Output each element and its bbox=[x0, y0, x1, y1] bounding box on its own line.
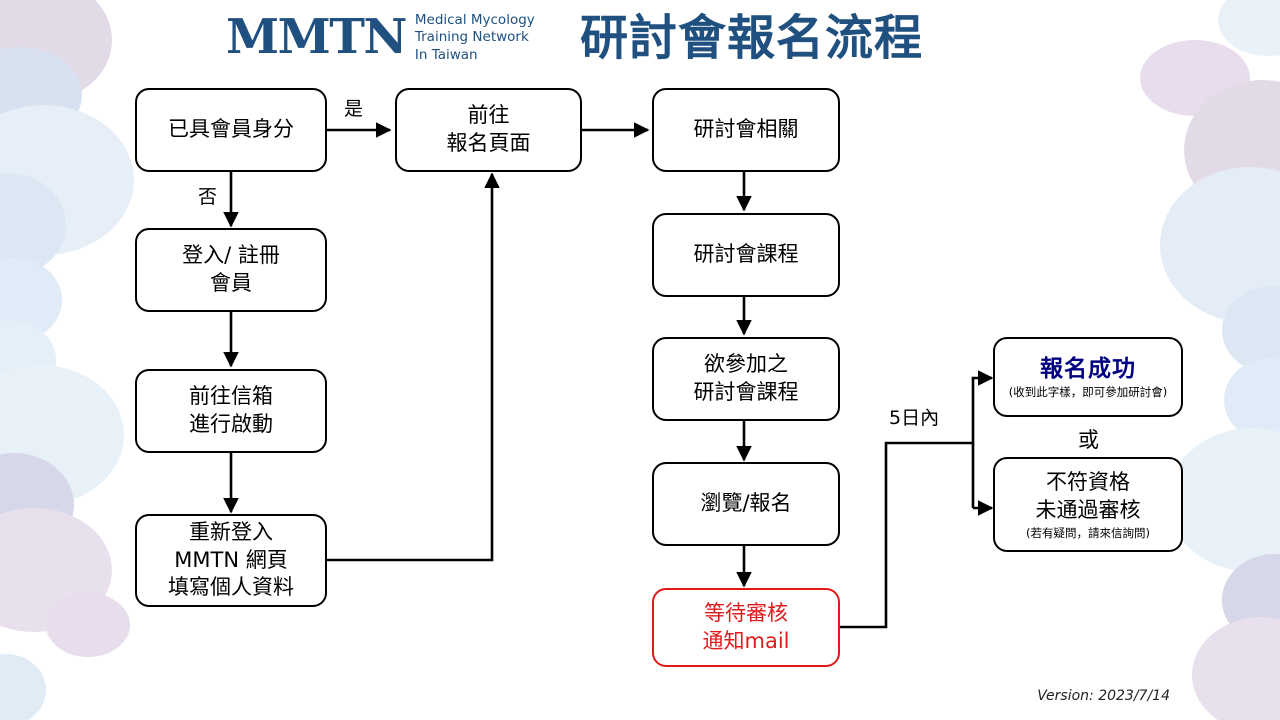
node-login-register-label: 登入/ 註冊 會員 bbox=[182, 243, 280, 295]
node-go-signup-page-label: 前往 報名頁面 bbox=[446, 103, 531, 155]
node-desired-course: 欲參加之 研討會課程 bbox=[652, 337, 840, 421]
version-stamp: Version: 2023/7/14 bbox=[1037, 688, 1170, 704]
node-await-review: 等待審核 通知mail bbox=[652, 588, 840, 667]
node-browse-signup-label: 瀏覽/報名 bbox=[700, 491, 792, 516]
node-signup-success-subtitle: (收到此字樣，即可參加研討會) bbox=[1008, 385, 1168, 400]
edge-label-yes-text: 是 bbox=[344, 98, 364, 120]
node-browse-signup: 瀏覽/報名 bbox=[652, 462, 840, 546]
node-go-signup-page: 前往 報名頁面 bbox=[395, 88, 582, 172]
mmtn-logo: MMTN Medical Mycology Training Network I… bbox=[226, 10, 535, 64]
node-await-review-label: 等待審核 通知mail bbox=[702, 600, 790, 653]
node-go-mailbox: 前往信箱 進行啟動 bbox=[135, 369, 327, 453]
node-signup-success-title: 報名成功 bbox=[1040, 356, 1136, 383]
node-member-status-label: 已具會員身分 bbox=[168, 117, 294, 142]
node-login-register: 登入/ 註冊 會員 bbox=[135, 228, 327, 312]
node-seminar-course: 研討會課程 bbox=[652, 213, 840, 297]
node-signup-success: 報名成功 (收到此字樣，即可參加研討會) bbox=[993, 337, 1183, 417]
node-not-qualified: 不符資格 未通過審核 (若有疑問，請來信詢問) bbox=[993, 457, 1183, 552]
edge-await-to-success bbox=[836, 370, 994, 629]
node-relogin-fill: 重新登入 MMTN 網頁 填寫個人資料 bbox=[135, 514, 327, 607]
node-seminar-related: 研討會相關 bbox=[652, 88, 840, 172]
edge-label-within-five-days: 5日內 bbox=[889, 409, 939, 428]
label-or: 或 bbox=[1078, 424, 1099, 454]
node-seminar-related-label: 研討會相關 bbox=[693, 117, 799, 142]
edge-relogin-feedback bbox=[327, 172, 500, 562]
logo-tagline: Medical Mycology Training Network In Tai… bbox=[414, 12, 535, 63]
label-or-text: 或 bbox=[1078, 428, 1099, 452]
node-not-qualified-subtitle: (若有疑問，請來信詢問) bbox=[1026, 525, 1150, 540]
edge-label-within-five-days-text: 5日內 bbox=[889, 407, 940, 429]
edge-label-no: 否 bbox=[198, 188, 217, 207]
node-not-qualified-title: 不符資格 未通過審核 bbox=[1035, 470, 1141, 522]
edge-label-yes: 是 bbox=[344, 100, 363, 119]
node-member-status: 已具會員身分 bbox=[135, 88, 327, 172]
node-desired-course-label: 欲參加之 研討會課程 bbox=[693, 352, 799, 404]
page-title: 研討會報名流程 bbox=[580, 10, 924, 66]
edge-label-no-text: 否 bbox=[198, 186, 218, 208]
node-seminar-course-label: 研討會課程 bbox=[693, 242, 799, 267]
node-relogin-fill-label: 重新登入 MMTN 網頁 填寫個人資料 bbox=[168, 519, 294, 600]
logo-wordmark: MMTN bbox=[226, 8, 407, 65]
node-go-mailbox-label: 前往信箱 進行啟動 bbox=[189, 384, 273, 436]
